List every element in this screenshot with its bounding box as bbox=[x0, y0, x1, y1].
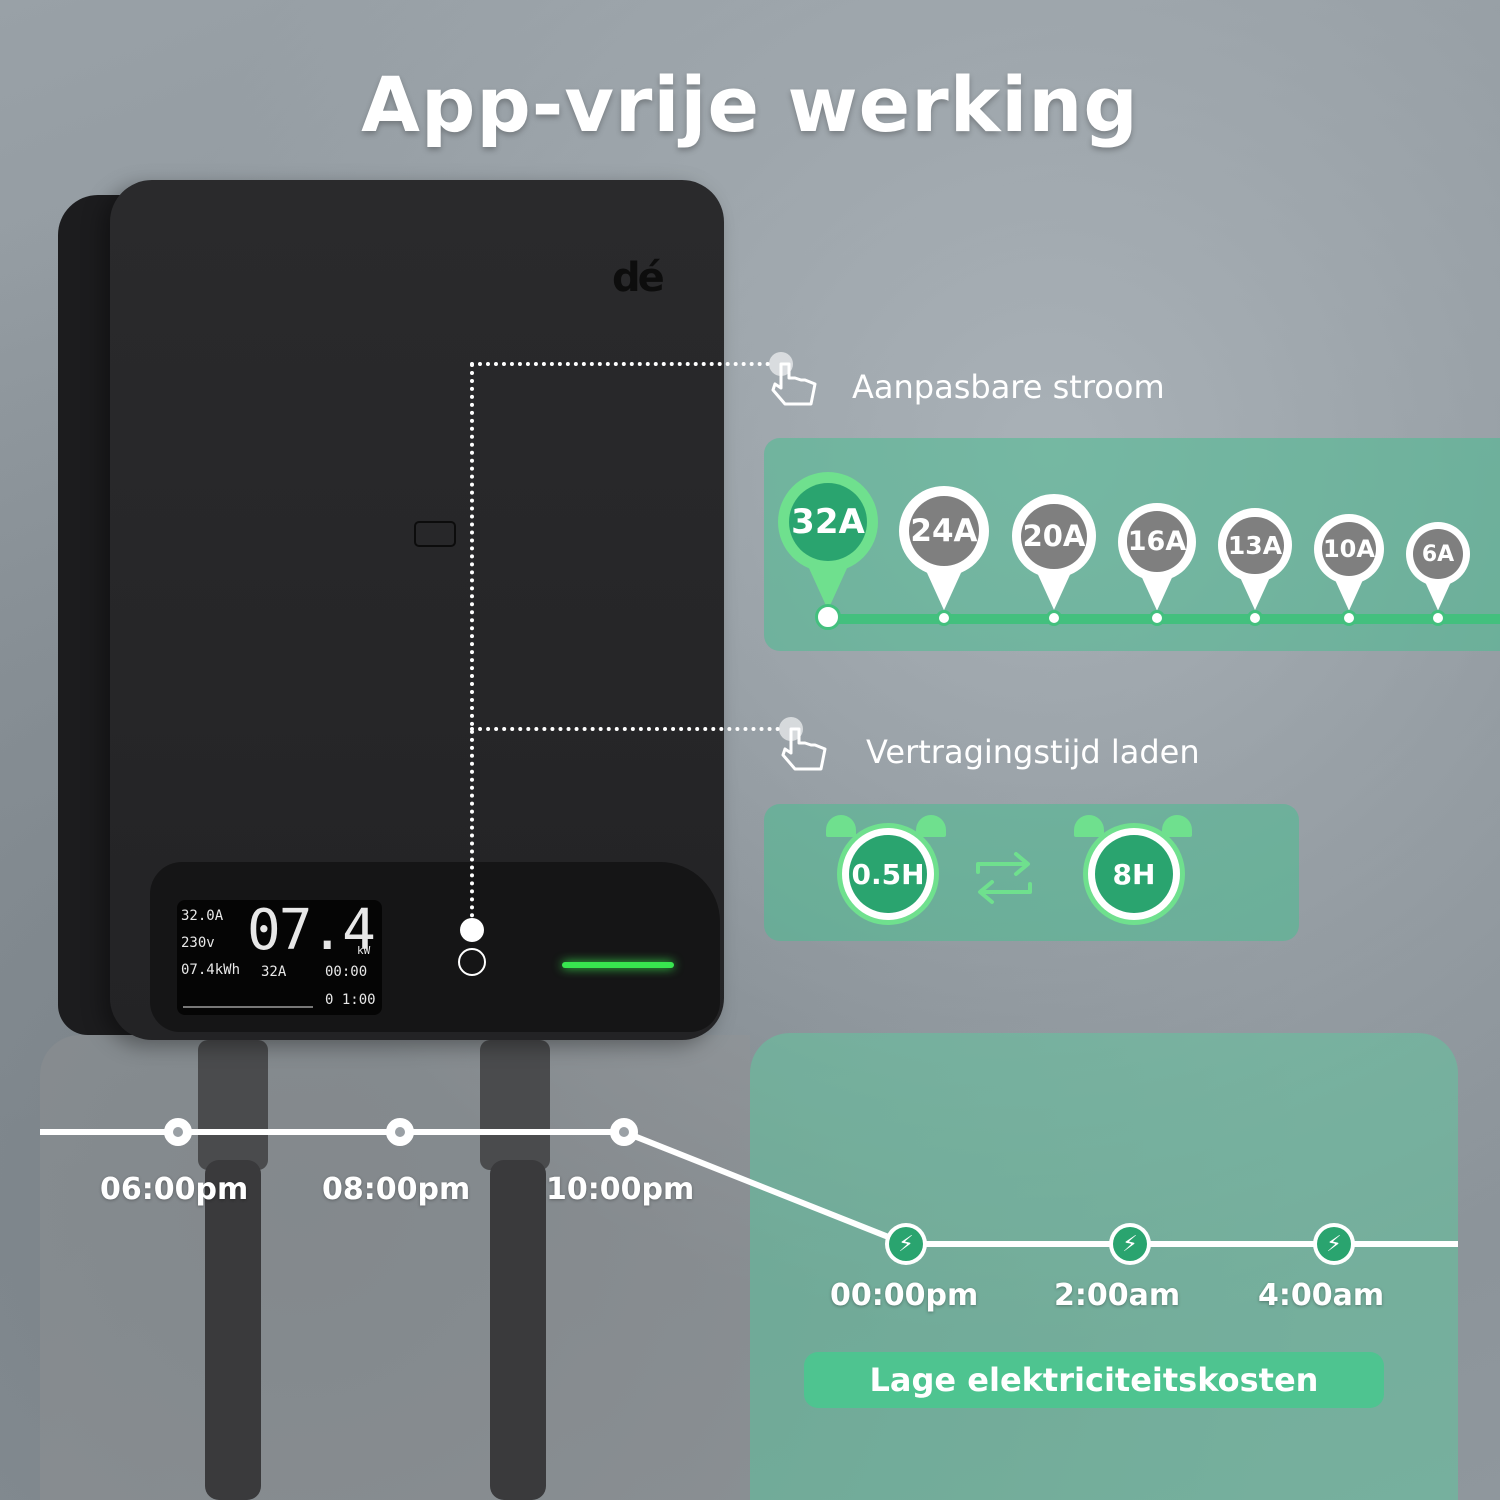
leader-line-current bbox=[470, 362, 770, 366]
offpeak-time-label: 00:00pm bbox=[830, 1278, 979, 1313]
amp-track-marker bbox=[1149, 610, 1165, 626]
node-hole bbox=[395, 1127, 405, 1137]
low-cost-label: Lage elektriciteitskosten bbox=[804, 1352, 1384, 1408]
leader-line-delay bbox=[470, 727, 780, 731]
node-hole bbox=[619, 1127, 629, 1137]
alarm-bell-left bbox=[826, 815, 856, 837]
delay-min-value: 0.5H bbox=[849, 835, 927, 913]
lcd-display: 32.0A 230v 07.4kWh 07.4 kW 32A 00:00 0 1… bbox=[177, 898, 382, 1015]
amp-value-label: 20A bbox=[1021, 503, 1087, 570]
adjustable-current-label: Aanpasbare stroom bbox=[852, 368, 1165, 406]
lightning-bolt-icon: ⚡ bbox=[1313, 1223, 1355, 1265]
lcd-status-icons bbox=[183, 992, 313, 1008]
amp-value-label: 13A bbox=[1226, 516, 1284, 575]
peak-time-node bbox=[386, 1118, 414, 1146]
amp-track-marker bbox=[1341, 610, 1357, 626]
tap-hand-icon bbox=[769, 352, 817, 406]
lcd-power-value: 07.4 bbox=[247, 898, 376, 963]
lcd-power-unit: kW bbox=[357, 944, 371, 957]
cable-gland-right bbox=[480, 1040, 550, 1170]
lightning-bolt-icon: ⚡ bbox=[885, 1223, 927, 1265]
alarm-clock-icon: 8H bbox=[1088, 828, 1180, 920]
swap-arrows-icon bbox=[976, 852, 1032, 904]
amp-value-label: 10A bbox=[1321, 521, 1377, 577]
page-title: App-vrije werking bbox=[361, 60, 1139, 149]
lcd-current: 32.0A bbox=[181, 908, 224, 924]
amp-track-marker bbox=[815, 604, 841, 630]
lcd-energy: 07.4kWh bbox=[181, 962, 241, 978]
amp-value-label: 24A bbox=[908, 495, 980, 567]
delay-button[interactable] bbox=[458, 948, 486, 976]
leader-line-vertical bbox=[470, 363, 474, 918]
amp-value-label: 16A bbox=[1126, 511, 1188, 573]
alarm-clock-icon: 0.5H bbox=[842, 828, 934, 920]
lcd-delay: 0 1:00 bbox=[325, 992, 376, 1008]
brand-logo: dé bbox=[612, 255, 665, 301]
delay-max-value: 8H bbox=[1095, 835, 1173, 913]
lcd-set-current: 32A bbox=[261, 964, 287, 980]
bolt-glyph: ⚡ bbox=[889, 1227, 923, 1261]
amp-value-label: 6A bbox=[1413, 529, 1463, 580]
amp-track-marker bbox=[1046, 610, 1062, 626]
cable-gland-left bbox=[198, 1040, 268, 1170]
lcd-timer: 00:00 bbox=[325, 964, 368, 980]
charging-cable-right bbox=[490, 1160, 546, 1500]
amp-track-marker bbox=[1430, 610, 1446, 626]
alarm-bell-right bbox=[1162, 815, 1192, 837]
lcd-voltage: 230v bbox=[181, 935, 215, 951]
lightning-bolt-icon: ⚡ bbox=[1109, 1223, 1151, 1265]
rfid-card-icon bbox=[414, 521, 456, 547]
alarm-bell-right bbox=[916, 815, 946, 837]
status-led bbox=[562, 962, 674, 968]
peak-time-label: 08:00pm bbox=[322, 1172, 471, 1207]
peak-time-node bbox=[610, 1118, 638, 1146]
peak-time-label: 10:00pm bbox=[546, 1172, 695, 1207]
peak-schedule-band bbox=[40, 1035, 750, 1500]
node-hole bbox=[173, 1127, 183, 1137]
offpeak-schedule-band bbox=[750, 1033, 1458, 1500]
peak-time-node bbox=[164, 1118, 192, 1146]
charging-cable-left bbox=[205, 1160, 261, 1500]
bolt-glyph: ⚡ bbox=[1317, 1227, 1351, 1261]
offpeak-time-label: 2:00am bbox=[1054, 1278, 1181, 1313]
delay-charging-label: Vertragingstijd laden bbox=[866, 733, 1200, 771]
amp-value-label: 32A bbox=[789, 483, 867, 561]
bolt-glyph: ⚡ bbox=[1113, 1227, 1147, 1261]
offpeak-time-label: 4:00am bbox=[1258, 1278, 1385, 1313]
amp-track-marker bbox=[936, 610, 952, 626]
alarm-bell-left bbox=[1074, 815, 1104, 837]
tap-hand-icon bbox=[779, 717, 827, 771]
current-button[interactable] bbox=[460, 918, 484, 942]
peak-time-label: 06:00pm bbox=[100, 1172, 249, 1207]
amp-track-marker bbox=[1247, 610, 1263, 626]
